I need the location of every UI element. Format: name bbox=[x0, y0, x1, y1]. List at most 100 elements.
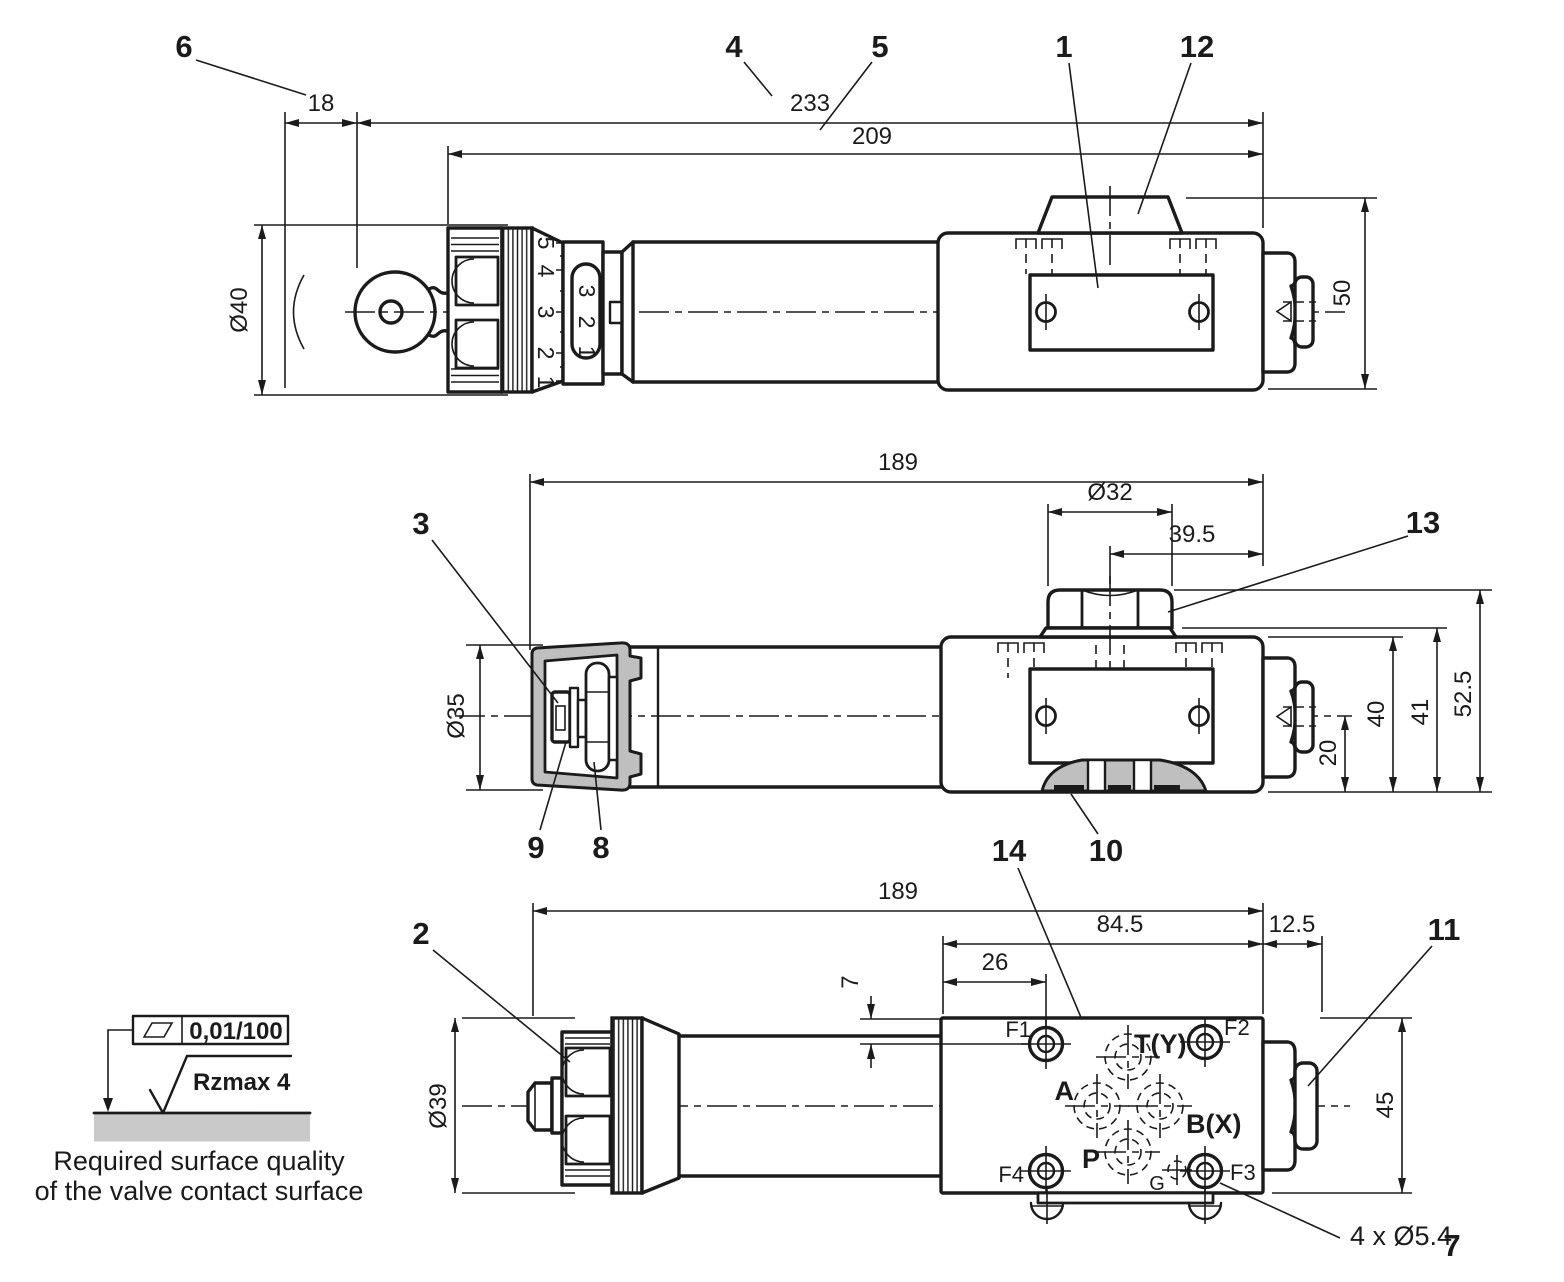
label-f3: F3 bbox=[1230, 1160, 1256, 1185]
nameplate bbox=[1028, 273, 1215, 352]
label-port-g: G bbox=[1149, 1173, 1165, 1195]
dim-knob-diameter-value: Ø40 bbox=[226, 287, 253, 332]
dim-mount-holes: 4 x Ø5.4 bbox=[1219, 1182, 1452, 1251]
flatness-value: 0,01/100 bbox=[189, 1018, 282, 1045]
port-b bbox=[1128, 1074, 1192, 1138]
scale-ring-2: 2 bbox=[533, 347, 559, 360]
dim-key-offset-value: 18 bbox=[308, 90, 335, 117]
dim-hole-offset-x: 26 bbox=[943, 949, 1047, 1026]
port-p bbox=[1096, 1120, 1160, 1184]
port-a bbox=[1065, 1074, 1129, 1138]
callout-8: 8 bbox=[592, 830, 609, 865]
roughness-value: Rzmax 4 bbox=[193, 1069, 291, 1096]
dim-mount-holes-value: 4 x Ø5.4 bbox=[1350, 1221, 1452, 1251]
dim-top-height-value: 40 bbox=[1363, 701, 1390, 728]
label-port-a: A bbox=[1055, 1076, 1075, 1106]
cap-internals bbox=[550, 661, 619, 773]
dim-length-bottom-value: 189 bbox=[878, 878, 918, 905]
retainer-disc bbox=[584, 661, 611, 773]
valve-tube-bottom bbox=[677, 1034, 943, 1178]
callout-3: 3 bbox=[412, 506, 429, 541]
label-port-p: P bbox=[1082, 1144, 1100, 1174]
clamp-bar bbox=[1029, 1186, 1223, 1224]
bolt-hole-f1 bbox=[1021, 1019, 1071, 1069]
flow-direction-icon bbox=[1275, 300, 1292, 323]
surface-quality-note: 0,01/100 Rzmax 4 Required surface qualit… bbox=[35, 1014, 364, 1206]
dim-knob-diameter-bottom: Ø39 bbox=[425, 1017, 575, 1194]
bolt-hole-f4 bbox=[1021, 1146, 1071, 1196]
callout-9: 9 bbox=[527, 830, 544, 865]
dim-hole-offset-x-value: 26 bbox=[982, 949, 1009, 976]
dim-block-width-value: 45 bbox=[1372, 1092, 1399, 1119]
dim-hex-height-value: 52.5 bbox=[1450, 671, 1477, 718]
knob-plan bbox=[526, 1016, 681, 1195]
protective-cap bbox=[530, 641, 643, 792]
scale-ring-1: 1 bbox=[533, 376, 559, 389]
dim-boss-height-value: 41 bbox=[1407, 699, 1434, 726]
label-f2: F2 bbox=[1224, 1015, 1250, 1040]
scale-ring-4: 4 bbox=[533, 265, 559, 278]
dim-block-length-value: 84.5 bbox=[1097, 911, 1144, 938]
port-g bbox=[1162, 1155, 1192, 1185]
surface-caption-line1: Required surface quality bbox=[53, 1146, 345, 1176]
mounting-flange bbox=[1040, 758, 1208, 793]
mounting-marks-middle bbox=[997, 642, 1223, 678]
callouts-middle-view: 3 13 9 8 14 10 bbox=[412, 505, 1440, 1035]
callout-1: 1 bbox=[1055, 29, 1072, 64]
valve-tube bbox=[631, 240, 940, 384]
surface-bar bbox=[94, 1114, 310, 1142]
lock-housing bbox=[446, 226, 504, 394]
scale-window-2: 2 bbox=[574, 316, 600, 329]
scale-window-3: 3 bbox=[574, 285, 600, 298]
end-nut bbox=[1261, 251, 1316, 374]
dim-knob-diameter: Ø40 bbox=[226, 224, 508, 396]
flatness-frame: 0,01/100 bbox=[103, 1014, 290, 1112]
callout-14: 14 bbox=[992, 833, 1027, 868]
dim-hole-offset-y-value: 7 bbox=[837, 975, 864, 988]
label-port-b: B(X) bbox=[1186, 1109, 1242, 1139]
bolt-hole-f2 bbox=[1180, 1017, 1230, 1067]
flow-direction-icon bbox=[1275, 705, 1292, 728]
callout-13: 13 bbox=[1406, 505, 1440, 540]
nameplate-middle bbox=[1028, 667, 1215, 765]
mounting-marks bbox=[1015, 238, 1217, 274]
roughness-symbol: Rzmax 4 bbox=[148, 1054, 293, 1115]
callout-2: 2 bbox=[412, 916, 429, 951]
dim-cap-diameter-value: Ø35 bbox=[443, 693, 470, 738]
label-f4: F4 bbox=[998, 1162, 1024, 1187]
dim-center-height-value: 20 bbox=[1315, 740, 1342, 767]
end-nut-plan bbox=[1261, 1040, 1319, 1172]
dim-body-length-value: 209 bbox=[852, 123, 892, 150]
dim-cap-diameter: Ø35 bbox=[443, 644, 543, 791]
surface-caption-line2: of the valve contact surface bbox=[35, 1176, 364, 1206]
dim-stack-right: 20 40 41 52.5 bbox=[1174, 589, 1492, 793]
valve-block-middle bbox=[939, 576, 1316, 794]
dim-length-middle: 189 bbox=[529, 449, 1264, 650]
scale-ring-5: 5 bbox=[533, 237, 559, 250]
dim-hex-offset: 39.5 bbox=[1109, 521, 1263, 584]
callout-12: 12 bbox=[1180, 29, 1214, 64]
view-plan-ports: F1 F2 F3 F4 T(Y) A B(X) P G 189 84.5 12.… bbox=[412, 878, 1460, 1263]
dim-body-length: 209 bbox=[447, 123, 1263, 224]
callout-10: 10 bbox=[1089, 833, 1123, 868]
callout-6: 6 bbox=[175, 29, 192, 64]
port-t bbox=[1096, 1025, 1160, 1089]
dim-knob-diameter-bottom-value: Ø39 bbox=[425, 1083, 452, 1128]
callouts-bottom-view: 2 11 7 bbox=[412, 912, 1460, 1263]
dim-block-height: 50 bbox=[1186, 197, 1377, 390]
label-f1: F1 bbox=[1005, 1017, 1031, 1042]
callout-11: 11 bbox=[1428, 912, 1461, 947]
leader-arrow-icon bbox=[103, 1098, 113, 1112]
dim-length-bottom: 189 bbox=[532, 878, 1264, 1016]
callout-4: 4 bbox=[725, 29, 743, 64]
surface-sample bbox=[92, 1111, 312, 1142]
dim-hex-offset-value: 39.5 bbox=[1169, 521, 1216, 548]
hex-locknut bbox=[1038, 576, 1178, 702]
valve-block-plan: F1 F2 F3 F4 T(Y) A B(X) P G bbox=[939, 1015, 1319, 1224]
projection-arc bbox=[292, 274, 305, 350]
scale-window-1: 1 bbox=[574, 346, 600, 359]
dim-block-height-value: 50 bbox=[1329, 280, 1356, 307]
callout-7: 7 bbox=[1443, 1228, 1460, 1263]
